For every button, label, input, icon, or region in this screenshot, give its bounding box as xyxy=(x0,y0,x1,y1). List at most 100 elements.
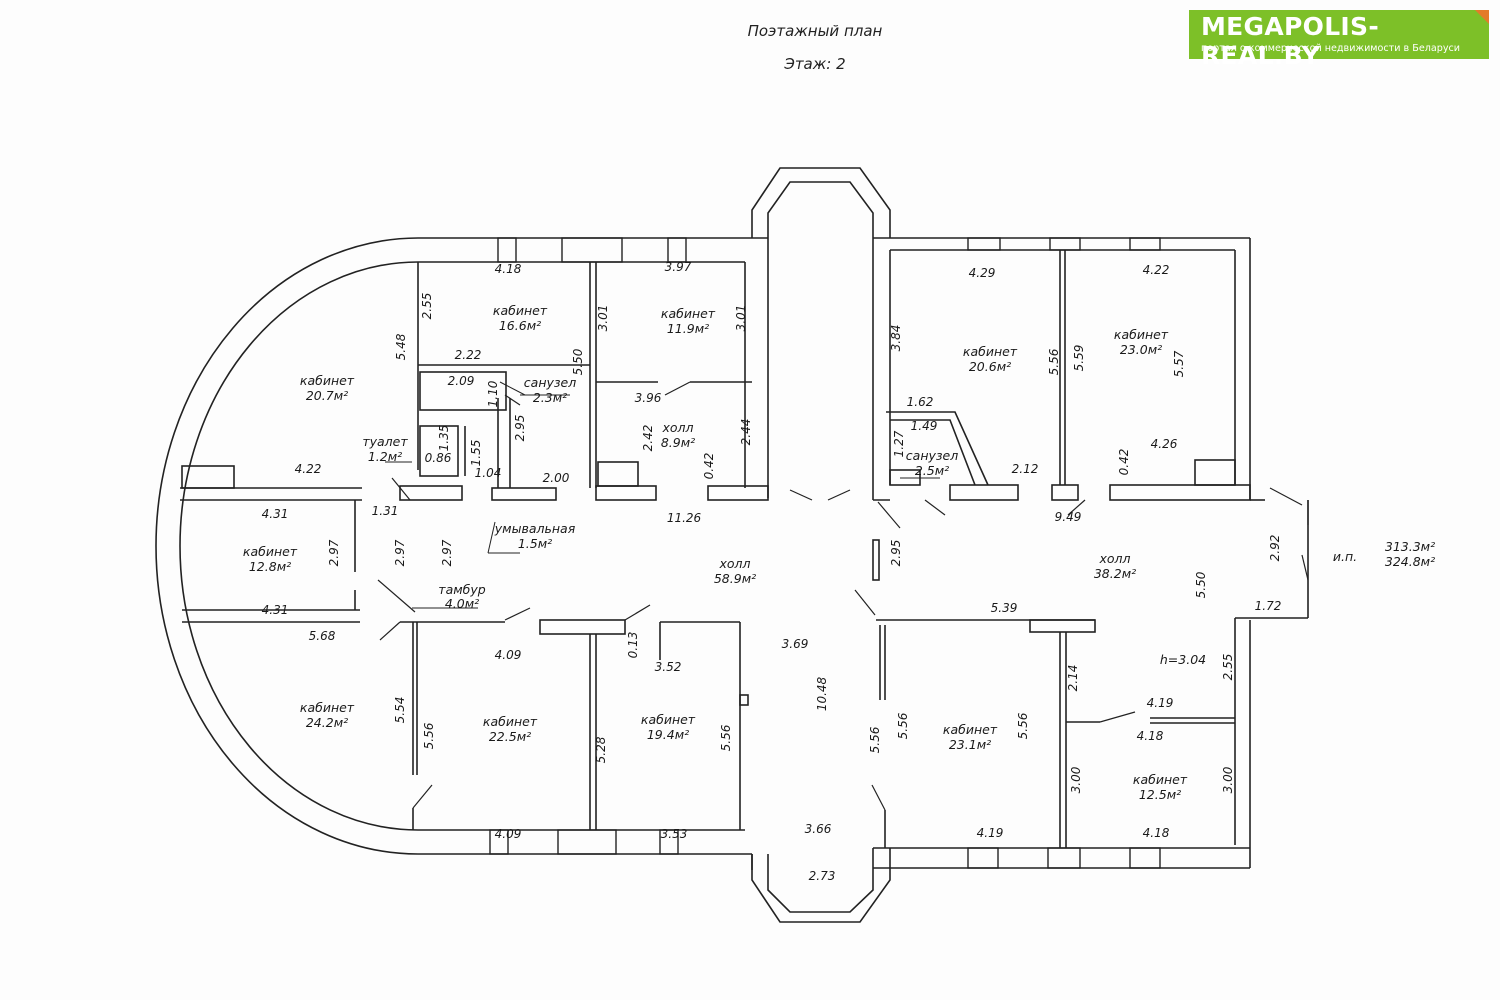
room-area: 2.3м² xyxy=(533,390,567,405)
room-name: кабинет xyxy=(300,373,355,388)
room-name: кабинет xyxy=(661,306,716,321)
room-area: 2.5м² xyxy=(915,463,949,478)
left-wall-inner-arc xyxy=(179,261,419,831)
dim: 4.26 xyxy=(1151,437,1178,451)
dim: 10.48 xyxy=(815,676,829,711)
dim: 1.62 xyxy=(907,395,934,409)
dim: 3.66 xyxy=(805,822,832,836)
dim: 9.49 xyxy=(1055,510,1082,524)
room-area: 12.5м² xyxy=(1139,787,1181,802)
room-name: санузел xyxy=(524,375,576,390)
dim: 4.22 xyxy=(295,462,322,476)
plan-title: Поэтажный план xyxy=(747,22,883,40)
dim: 3.96 xyxy=(635,391,662,405)
dim: 1.72 xyxy=(1255,599,1282,613)
dim: 2.42 xyxy=(641,425,655,452)
dim: 3.53 xyxy=(661,827,688,841)
dim: 5.54 xyxy=(393,697,407,724)
room-name: холл xyxy=(718,556,750,571)
room-name: холл xyxy=(661,420,693,435)
room-name: холл xyxy=(1098,551,1130,566)
dim: 1.31 xyxy=(372,504,399,518)
dim: 2.55 xyxy=(1221,654,1235,681)
dim: 5.50 xyxy=(1194,571,1208,598)
room-name: кабинет xyxy=(641,712,696,727)
dim: 0.42 xyxy=(702,453,716,480)
dim: 4.18 xyxy=(1143,826,1170,840)
dim: 4.09 xyxy=(495,648,522,662)
dim: 4.31 xyxy=(262,507,289,521)
dim: 4.29 xyxy=(969,266,996,280)
dim: 1.10 xyxy=(486,380,500,407)
dim: 2.12 xyxy=(1012,462,1039,476)
room-name: кабинет xyxy=(1133,772,1188,787)
dim: 2.95 xyxy=(889,540,903,567)
door-swings xyxy=(377,381,1309,811)
room-area: 23.1м² xyxy=(949,737,991,752)
dim: 3.01 xyxy=(734,305,748,332)
brand-name: MEGAPOLIS-REAL.BY xyxy=(1201,12,1380,70)
room-area: 38.2м² xyxy=(1094,566,1136,581)
dim: 5.48 xyxy=(394,333,408,360)
room-name: кабинет xyxy=(493,303,548,318)
room-area: 11.9м² xyxy=(667,321,709,336)
room-area: 12.8м² xyxy=(249,559,291,574)
room-name: туалет xyxy=(362,434,408,449)
vertical-dimension-labels: 2.55 5.48 3.01 5.50 3.01 3.84 5.56 5.59 … xyxy=(327,293,1282,794)
dim: 11.26 xyxy=(667,511,702,525)
dim: 2.22 xyxy=(455,348,482,362)
dim: 2.55 xyxy=(420,293,434,320)
room-area: 23.0м² xyxy=(1120,342,1162,357)
dim: 3.01 xyxy=(596,305,610,332)
room-labels: кабинет 20.7м² кабинет 16.6м² кабинет 11… xyxy=(243,303,1435,802)
room-area: 20.6м² xyxy=(969,359,1011,374)
dim: 0.42 xyxy=(1117,449,1131,476)
room-area: 8.9м² xyxy=(661,435,695,450)
dim: 3.69 xyxy=(782,637,809,651)
ceiling-height: h=3.04 xyxy=(1160,652,1206,667)
room-area: 22.5м² xyxy=(489,729,531,744)
dim: 5.50 xyxy=(571,348,585,375)
brand-banner[interactable]: MEGAPOLIS-REAL.BY портал о коммерческой … xyxy=(1189,10,1489,70)
dim: 3.84 xyxy=(889,325,903,352)
total-area-1: 313.3м² xyxy=(1385,539,1435,554)
dim: 4.22 xyxy=(1143,263,1170,277)
dim: 2.09 xyxy=(448,374,475,388)
dim: 2.14 xyxy=(1066,665,1080,692)
dimension-labels: 4.18 3.97 4.29 4.22 2.22 2.09 3.96 1.62 … xyxy=(262,260,1282,883)
dim: 3.00 xyxy=(1069,766,1083,793)
dim: 2.00 xyxy=(543,471,570,485)
windows xyxy=(489,237,1161,869)
brand-tagline: портал о коммерческой недвижимости в Бел… xyxy=(1201,43,1461,54)
dim: 5.56 xyxy=(896,712,910,739)
dim: 5.56 xyxy=(868,726,882,753)
room-name: кабинет xyxy=(1114,327,1169,342)
floor-label: Этаж: 2 xyxy=(784,55,846,73)
dim: 3.97 xyxy=(665,260,692,274)
dim: 5.39 xyxy=(991,601,1018,615)
dim: 1.49 xyxy=(911,419,938,433)
dim: 2.97 xyxy=(393,539,407,566)
dim: 4.19 xyxy=(1147,696,1174,710)
dim: 2.97 xyxy=(327,539,341,566)
room-area: 1.2м² xyxy=(368,449,402,464)
room-area: 19.4м² xyxy=(647,727,689,742)
brand-corner-icon xyxy=(1475,10,1489,24)
dim: 2.44 xyxy=(739,419,753,446)
dim: 5.59 xyxy=(1072,345,1086,372)
room-name: кабинет xyxy=(483,714,538,729)
dim: 2.95 xyxy=(513,415,527,442)
left-wall-outer-arc xyxy=(155,237,419,855)
room-area: 20.7м² xyxy=(306,388,348,403)
room-area: 58.9м² xyxy=(714,571,756,586)
dim: 0.13 xyxy=(626,632,640,659)
room-name: тамбур xyxy=(438,582,485,597)
dim: 1.27 xyxy=(892,430,906,457)
dim: 5.56 xyxy=(1047,348,1061,375)
dim: 4.18 xyxy=(1137,729,1164,743)
room-name: кабинет xyxy=(300,700,355,715)
dim: 3.00 xyxy=(1221,766,1235,793)
dim: 5.57 xyxy=(1172,350,1186,377)
